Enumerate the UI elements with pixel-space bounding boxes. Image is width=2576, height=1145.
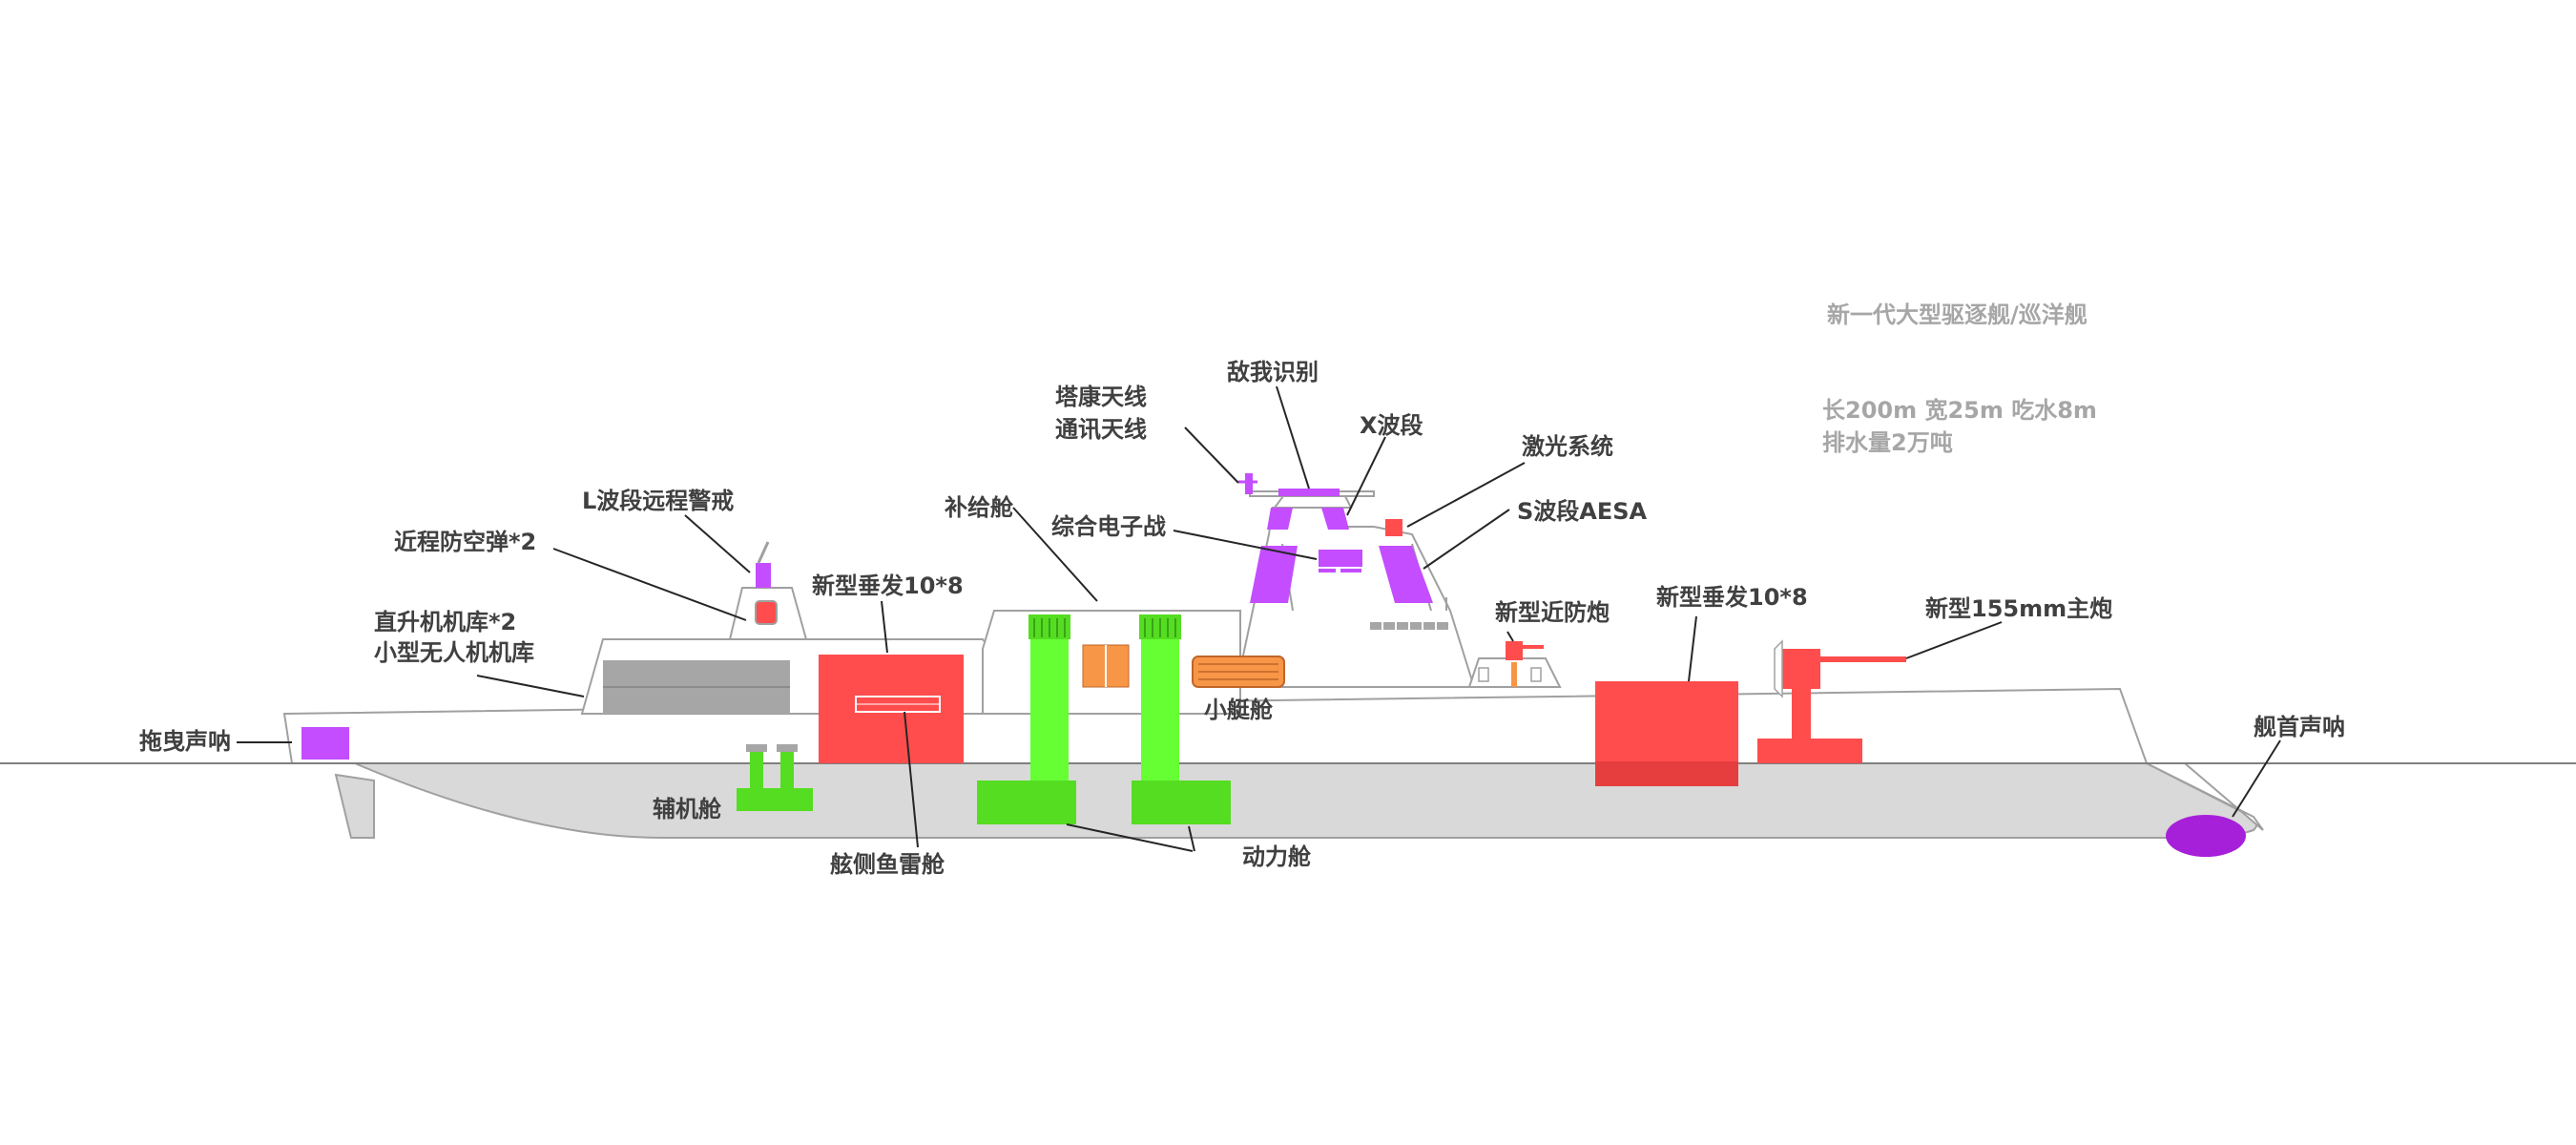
label-tacan-line2: 通讯天线 bbox=[1055, 416, 1147, 443]
x-band-panel-fwd bbox=[1321, 508, 1349, 530]
label-bow-sonar: 舰首声呐 bbox=[2254, 714, 2345, 740]
ship-dimensions: 长200m 宽25m 吃水8m bbox=[1822, 397, 2097, 424]
main-gun-trunk bbox=[1792, 689, 1811, 739]
main-gun-magazine bbox=[1757, 739, 1862, 763]
ship-title: 新一代大型驱逐舰/巡洋舰 bbox=[1827, 302, 2088, 328]
ship-displacement: 排水量2万吨 bbox=[1822, 429, 1953, 456]
towed-sonar-box bbox=[301, 727, 349, 760]
label-iff: 敌我识别 bbox=[1227, 359, 1319, 385]
label-ew-suite: 综合电子战 bbox=[1051, 513, 1166, 540]
label-vls-aft: 新型垂发10*8 bbox=[812, 572, 964, 599]
label-s-band-aesa: S波段AESA bbox=[1517, 498, 1648, 525]
label-supply-room: 补给舱 bbox=[945, 494, 1014, 521]
s-band-panel-aft bbox=[1250, 546, 1298, 603]
l-band-radar-panel bbox=[756, 563, 771, 588]
label-ciws-gun: 新型近防炮 bbox=[1495, 599, 1610, 626]
label-towed-sonar: 拖曳声呐 bbox=[139, 728, 231, 755]
label-main-gun: 新型155mm主炮 bbox=[1925, 595, 2112, 622]
label-power-room: 动力舱 bbox=[1242, 843, 1312, 870]
label-vls-fwd: 新型垂发10*8 bbox=[1656, 584, 1808, 611]
bow-sonar-dome bbox=[2166, 815, 2246, 857]
main-gun-turret bbox=[1782, 649, 1820, 689]
iff-antenna-bar bbox=[1278, 489, 1340, 496]
label-x-band: X波段 bbox=[1360, 412, 1423, 439]
tower-top-platform bbox=[1273, 495, 1353, 509]
label-laser-system: 激光系统 bbox=[1522, 433, 1613, 460]
ew-suite-box bbox=[1319, 550, 1362, 567]
power-room-aft-uptake bbox=[1030, 614, 1069, 781]
ciws-missile-launcher bbox=[755, 600, 778, 625]
label-hangar-line2: 小型无人机机库 bbox=[374, 639, 534, 666]
main-gun-barrel bbox=[1820, 656, 1906, 662]
grating-strip bbox=[1370, 622, 1448, 630]
ciws-gun-turret bbox=[1506, 641, 1523, 660]
label-tacan-line1: 塔康天线 bbox=[1055, 384, 1147, 410]
aux-engine-block bbox=[737, 788, 813, 811]
label-ciws-missile: 近程防空弹*2 bbox=[394, 529, 536, 555]
laser-system-box bbox=[1385, 519, 1402, 536]
power-room-aft-base bbox=[977, 781, 1076, 824]
tacan-antenna bbox=[1245, 473, 1253, 494]
label-aux-engine: 辅机舱 bbox=[653, 796, 722, 822]
s-band-panel-fwd bbox=[1379, 546, 1433, 603]
power-room-fwd-base bbox=[1132, 781, 1231, 824]
label-hangar-line1: 直升机机库*2 bbox=[374, 609, 516, 635]
power-room-fwd-uptake bbox=[1141, 614, 1179, 781]
label-torpedo-room: 舷侧鱼雷舱 bbox=[830, 851, 945, 878]
leader-lines bbox=[237, 385, 2281, 852]
skeg bbox=[334, 773, 375, 839]
x-band-panel-aft bbox=[1267, 508, 1293, 530]
label-small-boat-bay: 小艇舱 bbox=[1204, 697, 1274, 723]
vls-aft-block bbox=[819, 655, 964, 763]
underwater-hull bbox=[284, 762, 2258, 840]
label-l-band-radar: L波段远程警戒 bbox=[582, 488, 734, 514]
